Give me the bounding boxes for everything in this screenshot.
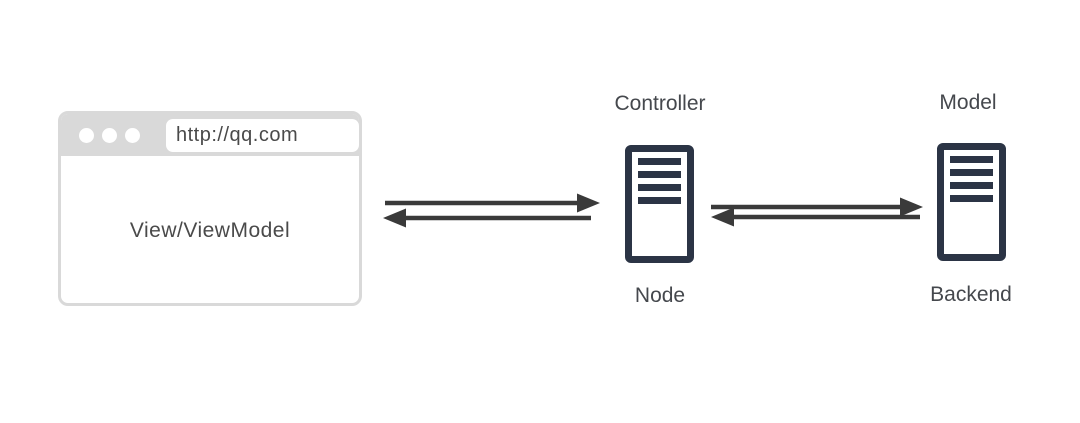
window-control-dots (79, 127, 140, 143)
backend-label: Backend (930, 283, 1012, 306)
server-slot-bar (950, 169, 993, 176)
arrow-backend-to-node (711, 207, 920, 227)
url-text: http://qq.com (176, 123, 299, 146)
arrow-node-to-browser (383, 208, 591, 228)
controller-label: Controller (614, 92, 706, 115)
server-slot-bar (638, 184, 681, 191)
window-dot-icon (79, 127, 94, 143)
server-slot-bar (950, 182, 993, 189)
url-bar: http://qq.com (166, 118, 359, 152)
arrow-node-to-backend (711, 197, 923, 217)
arrow-browser-to-node (385, 193, 600, 213)
node-server-icon (625, 145, 694, 263)
browser-window: http://qq.com View/ViewModel (58, 111, 362, 306)
backend-server-icon (937, 143, 1006, 261)
server-slot-bar (950, 195, 993, 202)
model-label: Model (939, 91, 997, 114)
view-viewmodel-label: View/ViewModel (129, 219, 291, 242)
server-slot-bar (950, 156, 993, 163)
server-slot-bar (638, 197, 681, 204)
window-dot-icon (125, 127, 140, 143)
browser-body: View/ViewModel (61, 156, 359, 303)
node-label: Node (634, 284, 686, 307)
window-dot-icon (102, 127, 117, 143)
server-slot-bar (638, 171, 681, 178)
server-slot-bar (638, 158, 681, 165)
browser-toolbar: http://qq.com (61, 114, 359, 156)
